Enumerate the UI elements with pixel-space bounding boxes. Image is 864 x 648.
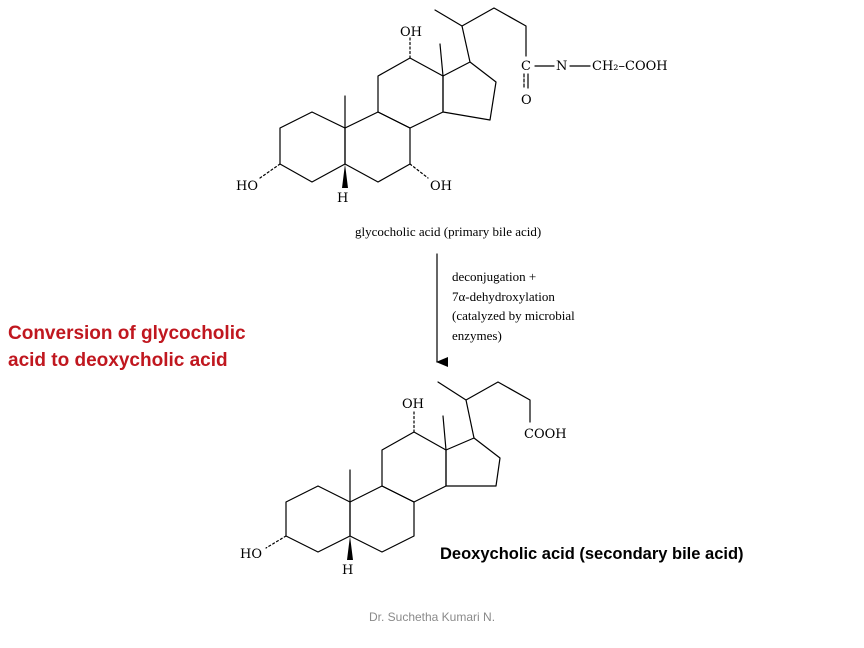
p-ring-d [445, 437, 501, 487]
reactant-caption: glycocholic acid (primary bile acid) [355, 224, 541, 239]
h-5-wedge-bond [342, 164, 348, 188]
p-cooh-label: COOH [524, 427, 567, 442]
p-h-5-label: H [342, 563, 353, 578]
p-ring-a [285, 485, 351, 553]
ring-a [279, 111, 346, 183]
p-ring-b [349, 485, 415, 553]
ring-d [442, 61, 497, 121]
glycine-tail-label: CH₂–COOH [592, 59, 668, 74]
c18-methyl [439, 43, 444, 77]
carbonyl-o-label: O [521, 93, 532, 108]
carbonyl-c-label: C [521, 59, 531, 74]
oh-12-label: OH [400, 25, 422, 40]
p-ho-3-hashed-bond [265, 535, 287, 549]
deoxycholic-acid-structure: OH HO H COOH [240, 381, 567, 578]
product-title: Deoxycholic acid (secondary bile acid) [440, 545, 744, 563]
heading-line-1: Conversion of glycocholic [8, 323, 246, 344]
oh-7-hashed-bond [409, 163, 429, 179]
reaction-conditions: deconjugation + 7α-dehydroxylation (cata… [452, 269, 575, 343]
nitrogen-label: N [556, 59, 567, 74]
p-ho-3-label: HO [240, 547, 262, 562]
reaction-line-3: (catalyzed by microbial [452, 308, 575, 323]
footer-credit: Dr. Suchetha Kumari N. [368, 610, 496, 624]
p-c18-methyl [442, 415, 447, 451]
reaction-line-2: 7α-dehydroxylation [452, 289, 555, 304]
ho-3-label: HO [236, 179, 258, 194]
heading-line-2: acid to deoxycholic acid [8, 350, 228, 371]
p-h-5-wedge-bond [347, 536, 353, 560]
oh-7-label: OH [430, 179, 452, 194]
ring-c [377, 57, 444, 129]
p-side-chain-chain [465, 381, 531, 423]
p-oh-12-label: OH [402, 397, 424, 412]
reaction-line-4: enzymes) [452, 328, 502, 343]
glycocholic-acid-structure: OH HO OH H C O N CH₂–COOH [236, 7, 668, 206]
p-ring-c [381, 431, 447, 503]
side-chain-chain [461, 7, 527, 57]
p-side-chain [437, 381, 475, 439]
slide-heading: Conversion of glycocholic acid to deoxyc… [8, 320, 308, 374]
h-5-label: H [337, 191, 348, 206]
ho-3-hashed-bond [259, 163, 281, 179]
reaction-line-1: deconjugation + [452, 269, 536, 284]
side-chain [434, 9, 471, 63]
